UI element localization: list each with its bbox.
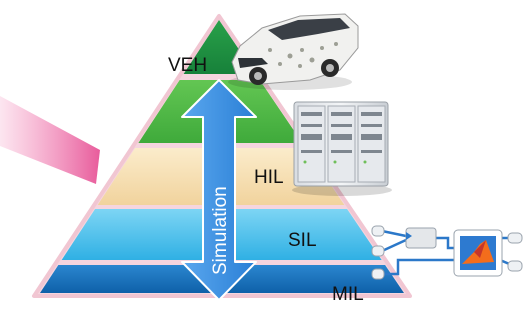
label-mil: MIL <box>332 284 364 305</box>
label-hil: HIL <box>254 167 284 188</box>
server-rack-icon <box>292 101 392 196</box>
car-icon <box>228 13 359 90</box>
label-sil: SIL <box>288 230 317 251</box>
arrow-label: Simulation <box>210 186 231 275</box>
matlab-logo-icon <box>453 229 503 277</box>
pink-pointer <box>0 96 100 184</box>
block-diagram-icon <box>371 225 523 280</box>
simulation-arrow <box>181 79 257 301</box>
label-veh: VEH <box>168 55 207 76</box>
